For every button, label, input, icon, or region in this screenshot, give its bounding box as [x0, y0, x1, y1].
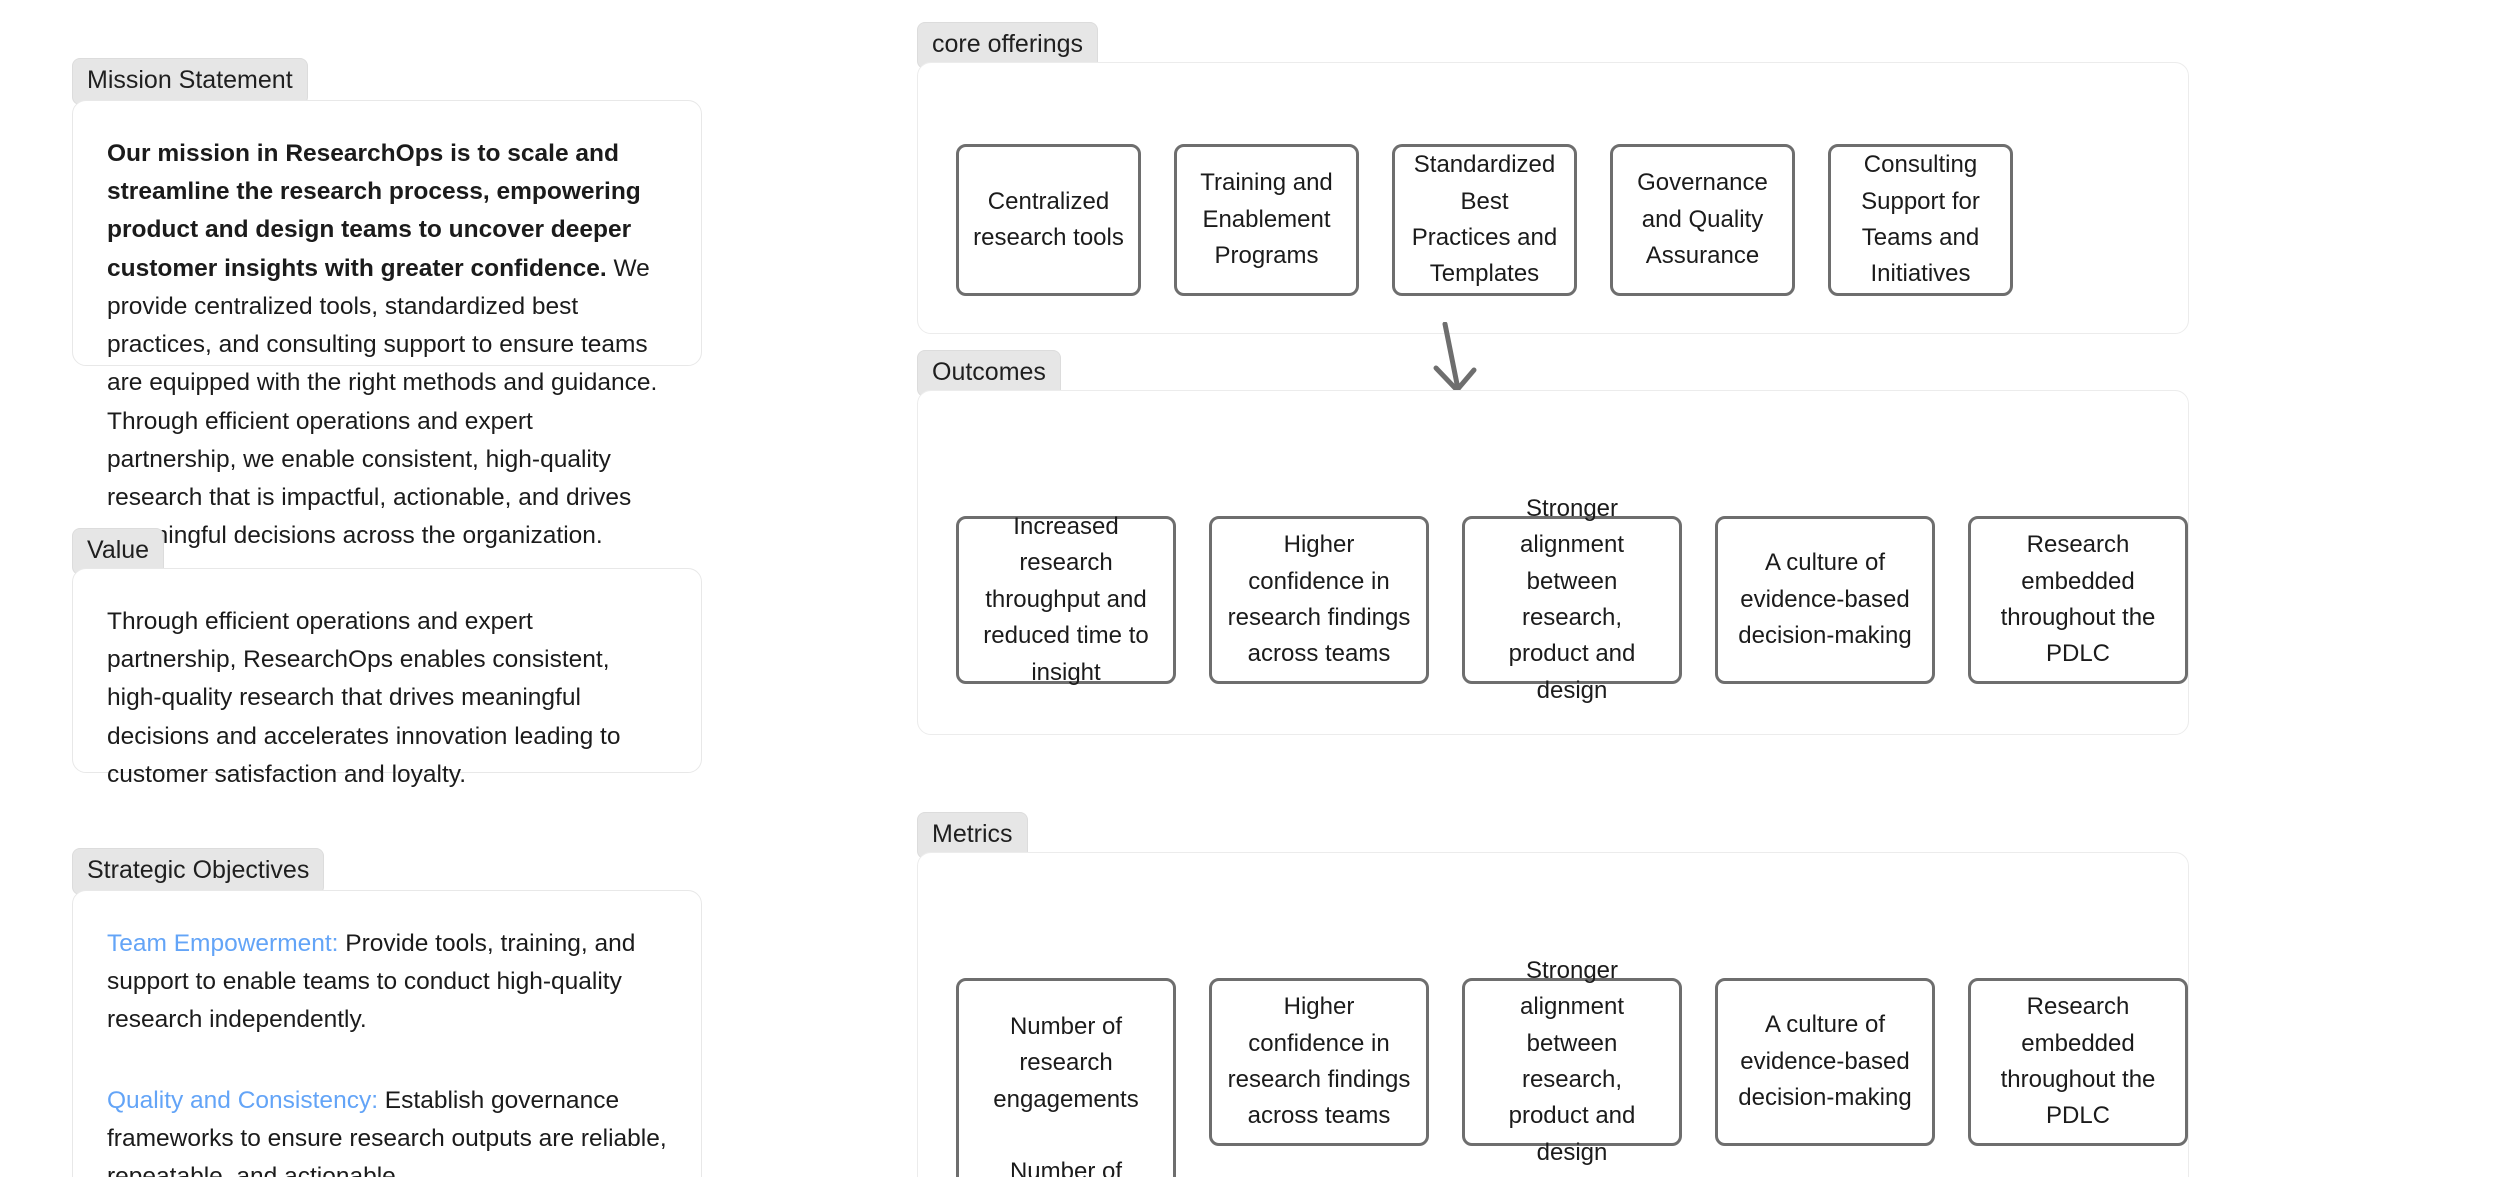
value-card: Through efficient operations and expert … [72, 568, 702, 788]
value-text: Through efficient operations and expert … [107, 608, 621, 788]
outcome-node[interactable]: Higher confidence in research findings a… [1209, 516, 1429, 684]
outcomes-node-row: Increased research throughput and reduce… [918, 495, 2188, 704]
outcome-node[interactable]: A culture of evidence-based decision-mak… [1715, 516, 1935, 684]
metric-node[interactable]: Stronger alignment between research, pro… [1462, 957, 1682, 1166]
outcomes-panel: Increased research throughput and reduce… [917, 390, 2189, 735]
objective-term: Quality and Consistency: [107, 1086, 378, 1114]
metrics-panel: Number of research engagements Number of… [917, 852, 2189, 1177]
mission-statement-lead: Our mission in ResearchOps is to scale a… [107, 140, 641, 282]
metric-node[interactable]: Higher confidence in research findings a… [1209, 978, 1429, 1146]
mission-statement-label-wrap: Mission Statement [72, 58, 308, 105]
core-offering-node[interactable]: Consulting Support for Teams and Initiat… [1828, 144, 2013, 296]
right-column: core offerings Centralized research tool… [917, 0, 2257, 1177]
metrics-node-row: Number of research engagements Number of… [918, 957, 2188, 1177]
strategic-objectives-card: Team Empowerment: Provide tools, trainin… [72, 890, 702, 1177]
objective-term: Team Empowerment: [107, 930, 339, 957]
outcome-node[interactable]: Stronger alignment between research, pro… [1462, 495, 1682, 704]
mission-statement-card: Our mission in ResearchOps is to scale a… [72, 100, 702, 549]
left-column: Mission Statement Our mission in Researc… [72, 0, 702, 1177]
value-label: Value [72, 528, 165, 575]
metrics-label: Metrics [917, 812, 1028, 859]
outcome-node[interactable]: Research embedded throughout the PDLC [1968, 516, 2188, 684]
metric-node[interactable]: A culture of evidence-based decision-mak… [1715, 978, 1935, 1146]
outcome-node[interactable]: Increased research throughput and reduce… [956, 513, 1176, 686]
core-offerings-node-row: Centralized research tools Training and … [918, 144, 2188, 296]
core-offering-node[interactable]: Governance and Quality Assurance [1610, 144, 1795, 296]
core-offerings-panel: Centralized research tools Training and … [917, 62, 2189, 334]
core-offering-node[interactable]: Training and Enablement Programs [1174, 144, 1359, 296]
metric-line: Number of research engagements [993, 1013, 1139, 1113]
objective-text: Establish governance frameworks to ensur… [107, 1086, 667, 1177]
metric-node[interactable]: Number of research engagements Number of… [956, 978, 1176, 1177]
mission-statement-label: Mission Statement [72, 58, 308, 105]
metric-node-lines: Number of research engagements Number of… [973, 1009, 1159, 1177]
mission-statement-text: Our mission in ResearchOps is to scale a… [107, 135, 667, 555]
objective-text: Provide tools, training, and support to … [107, 930, 636, 1034]
metrics-label-wrap: Metrics [917, 812, 1028, 859]
objective-item: Quality and Consistency: Establish gover… [107, 1082, 667, 1177]
metric-node[interactable]: Research embedded throughout the PDLC [1968, 978, 2188, 1146]
value-label-wrap: Value [72, 528, 165, 575]
metric-line: Number of stakeholder spend in research … [1009, 1158, 1123, 1177]
strategic-objectives-label: Strategic Objectives [72, 848, 325, 895]
objective-item: Team Empowerment: Provide tools, trainin… [107, 925, 667, 1040]
mission-statement-rest: We provide centralized tools, standardiz… [107, 254, 658, 550]
strategic-objectives-label-wrap: Strategic Objectives [72, 848, 325, 895]
core-offering-node[interactable]: Centralized research tools [956, 144, 1141, 296]
core-offering-node[interactable]: Standardized Best Practices and Template… [1392, 144, 1577, 296]
